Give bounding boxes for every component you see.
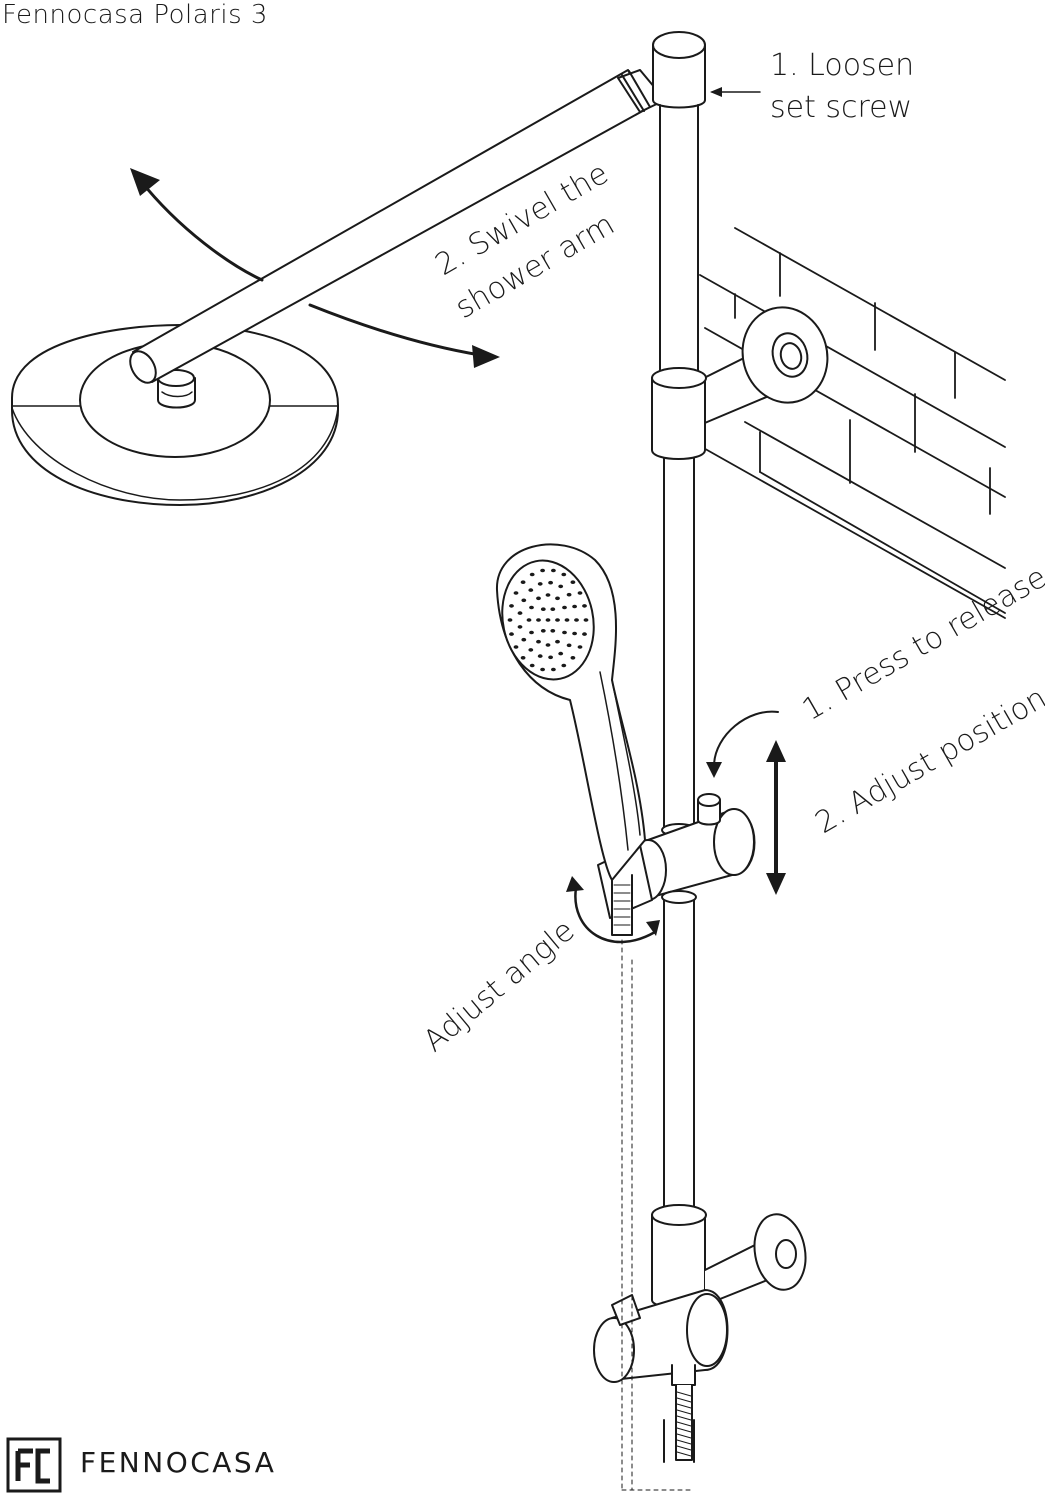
nozzle bbox=[528, 588, 534, 592]
fennocasa-logo bbox=[6, 1437, 62, 1493]
nozzle bbox=[513, 645, 519, 649]
nozzle bbox=[509, 632, 514, 636]
adjust-angle-arrow bbox=[574, 886, 657, 944]
hand-shower bbox=[495, 543, 646, 881]
nozzle bbox=[566, 643, 572, 648]
nozzle bbox=[572, 604, 577, 609]
nozzle bbox=[574, 618, 579, 622]
nozzle bbox=[526, 618, 532, 622]
hose-segment bbox=[676, 1427, 692, 1433]
nozzle bbox=[551, 667, 556, 672]
nozzle bbox=[507, 618, 513, 622]
nozzle bbox=[513, 591, 519, 595]
nozzle bbox=[537, 654, 543, 658]
nozzle bbox=[540, 568, 545, 573]
nozzle bbox=[536, 596, 541, 601]
product-title: Fennocasa Polaris 3 bbox=[2, 0, 268, 30]
upper-wall-bracket bbox=[651, 306, 829, 460]
nozzle bbox=[555, 639, 560, 644]
swivel-arrow bbox=[138, 178, 482, 357]
nozzle bbox=[517, 611, 523, 615]
nozzle bbox=[548, 580, 553, 585]
nozzle bbox=[540, 607, 546, 611]
hose-segment bbox=[676, 1415, 692, 1421]
nozzle bbox=[545, 593, 551, 597]
nozzle bbox=[561, 663, 567, 668]
nozzle bbox=[529, 630, 534, 635]
nozzle bbox=[521, 598, 527, 603]
nozzle bbox=[562, 630, 567, 635]
nozzle bbox=[566, 592, 572, 597]
nozzle bbox=[558, 651, 564, 656]
hose-segment bbox=[676, 1403, 692, 1409]
nozzle bbox=[572, 631, 577, 636]
nozzle bbox=[555, 596, 560, 601]
nozzle bbox=[582, 604, 587, 608]
nozzle bbox=[558, 584, 564, 589]
hose-segment bbox=[676, 1445, 692, 1451]
nozzle bbox=[536, 639, 541, 644]
nozzle bbox=[561, 572, 567, 577]
nozzle bbox=[545, 643, 551, 647]
arrow-heads bbox=[130, 168, 786, 936]
nozzle bbox=[583, 618, 589, 622]
nozzle bbox=[550, 629, 556, 633]
nozzle bbox=[540, 667, 545, 672]
hose-segment bbox=[676, 1433, 692, 1439]
nozzle bbox=[582, 632, 587, 636]
brand-name: FENNOCASA bbox=[80, 1446, 277, 1479]
nozzle bbox=[529, 663, 535, 668]
shower-arm bbox=[129, 69, 666, 384]
nozzle bbox=[517, 625, 523, 629]
nozzle bbox=[570, 656, 576, 660]
nozzle bbox=[570, 580, 576, 584]
nozzle bbox=[564, 618, 570, 622]
hose-segment bbox=[676, 1421, 692, 1427]
nozzle bbox=[529, 572, 535, 577]
nozzle bbox=[520, 580, 526, 584]
nozzle bbox=[536, 618, 541, 622]
nozzle bbox=[521, 637, 527, 642]
hose bbox=[676, 1391, 692, 1457]
press-arrow bbox=[713, 710, 779, 766]
nozzle bbox=[520, 656, 526, 660]
nozzle bbox=[509, 604, 514, 608]
riser-pipe bbox=[659, 104, 699, 1463]
nozzle bbox=[529, 605, 534, 610]
nozzle bbox=[537, 582, 543, 586]
nozzle bbox=[555, 618, 560, 622]
nozzle bbox=[545, 618, 551, 622]
lower-bracket bbox=[593, 1204, 807, 1461]
top-elbow bbox=[652, 31, 706, 109]
nozzle bbox=[548, 655, 553, 660]
hose-segment bbox=[676, 1397, 692, 1403]
loosen-arrow bbox=[710, 87, 761, 97]
rain-shower-head bbox=[11, 324, 339, 506]
nozzle bbox=[540, 629, 546, 633]
brick-wall bbox=[699, 227, 1006, 619]
loosen-label-line1: 1. Loosen bbox=[770, 48, 915, 83]
nozzle bbox=[562, 605, 567, 610]
hose-segment bbox=[676, 1451, 692, 1457]
hose-segment bbox=[676, 1391, 692, 1397]
hose-segment bbox=[676, 1409, 692, 1415]
loosen-label-line2: set screw bbox=[770, 90, 913, 125]
slider-holder bbox=[597, 793, 756, 936]
nozzle bbox=[577, 591, 583, 595]
nozzle bbox=[551, 568, 556, 573]
spray-nozzles bbox=[507, 568, 589, 672]
hose-segment bbox=[676, 1439, 692, 1445]
guide-line bbox=[621, 939, 691, 1491]
nozzle bbox=[550, 607, 556, 611]
nozzle bbox=[528, 648, 534, 652]
nozzle bbox=[577, 645, 583, 649]
